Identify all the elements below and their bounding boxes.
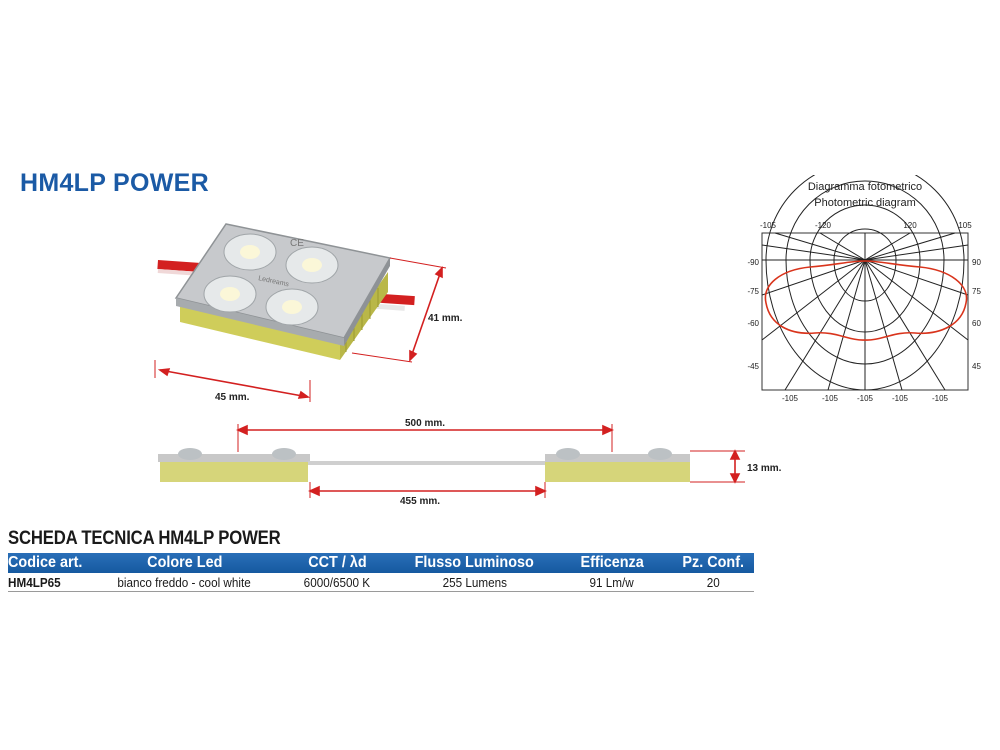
cell-efficiency: 91 Lm/w bbox=[552, 573, 672, 592]
header-flusso: Flusso Luminoso bbox=[397, 553, 552, 573]
height-label: 13 mm. bbox=[747, 463, 782, 474]
header-codice: Codice art. bbox=[8, 553, 92, 573]
header-efficenza: Efficenza bbox=[552, 553, 672, 573]
led-lenses bbox=[203, 233, 339, 326]
polar-grid bbox=[761, 175, 969, 391]
bottom-label: -105 bbox=[822, 394, 839, 403]
right-label: 90 bbox=[972, 258, 981, 267]
bottom-label: -105 bbox=[782, 394, 799, 403]
strip-cable bbox=[308, 461, 545, 465]
bottom-label: -105 bbox=[857, 394, 874, 403]
top-label: -105 bbox=[760, 221, 777, 230]
left-label: -90 bbox=[747, 258, 759, 267]
module-illustration: CE Ledreams 45 mm. 41 mm. bbox=[154, 223, 463, 403]
cell-color: bianco freddo - cool white bbox=[92, 573, 277, 592]
left-label: -60 bbox=[747, 319, 759, 328]
gap-label: 455 mm. bbox=[400, 496, 440, 507]
right-label: 45 bbox=[972, 362, 981, 371]
bottom-label: -105 bbox=[932, 394, 949, 403]
cell-cct: 6000/6500 K bbox=[277, 573, 397, 592]
table-row: HM4LP65 bianco freddo - cool white 6000/… bbox=[8, 573, 754, 592]
depth-dimension-label: 41 mm. bbox=[428, 313, 463, 324]
cell-pack-qty: 20 bbox=[672, 573, 754, 592]
photometric-title-en: Photometric diagram bbox=[814, 197, 916, 209]
spec-header-row: Codice art. Colore Led CCT / λd Flusso L… bbox=[8, 553, 754, 573]
width-dimension-label: 45 mm. bbox=[215, 392, 250, 403]
spec-sheet-title: SCHEDA TECNICA HM4LP POWER bbox=[8, 528, 281, 549]
strip-module-left bbox=[160, 462, 308, 482]
right-label: 60 bbox=[972, 319, 981, 328]
module-dimension-lines bbox=[154, 257, 447, 402]
header-colore: Colore Led bbox=[92, 553, 277, 573]
right-label: 75 bbox=[972, 287, 981, 296]
header-pz-conf: Pz. Conf. bbox=[672, 553, 754, 573]
header-cct: CCT / λd bbox=[277, 553, 397, 573]
top-label: 120 bbox=[903, 221, 917, 230]
left-label: -45 bbox=[747, 362, 759, 371]
strip-side-view: 500 mm. 455 mm. 13 mm. bbox=[158, 418, 782, 507]
photometric-diagram: Diagramma fotometrico Photometric diagra… bbox=[747, 175, 981, 403]
module-ce-mark: CE bbox=[290, 238, 304, 249]
right-labels: 90 75 60 45 bbox=[972, 258, 981, 371]
top-label: 105 bbox=[958, 221, 972, 230]
left-label: -75 bbox=[747, 287, 759, 296]
bottom-labels: -105 -105 -105 -105 -105 bbox=[782, 394, 949, 403]
cell-code: HM4LP65 bbox=[8, 573, 92, 592]
top-labels: -105 -120 120 105 bbox=[760, 221, 972, 230]
strip-module-right bbox=[545, 462, 690, 482]
luminous-intensity-curve bbox=[764, 260, 968, 341]
left-labels: -90 -75 -60 -45 bbox=[747, 258, 759, 371]
spec-table: Codice art. Colore Led CCT / λd Flusso L… bbox=[8, 553, 754, 592]
cell-flux: 255 Lumens bbox=[397, 573, 552, 592]
product-title: HM4LP POWER bbox=[20, 169, 209, 197]
spacing-label: 500 mm. bbox=[405, 418, 445, 429]
top-label: -120 bbox=[815, 221, 832, 230]
photometric-title-it: Diagramma fotometrico bbox=[808, 181, 922, 193]
bottom-label: -105 bbox=[892, 394, 909, 403]
